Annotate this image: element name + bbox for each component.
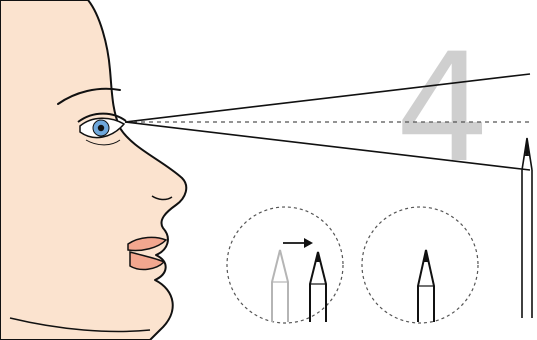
inset-circle-before <box>227 207 343 323</box>
inset-circle-after <box>362 207 478 323</box>
step-number: 4 <box>395 22 490 196</box>
pencil-icon <box>522 138 532 318</box>
face-profile <box>0 0 186 340</box>
